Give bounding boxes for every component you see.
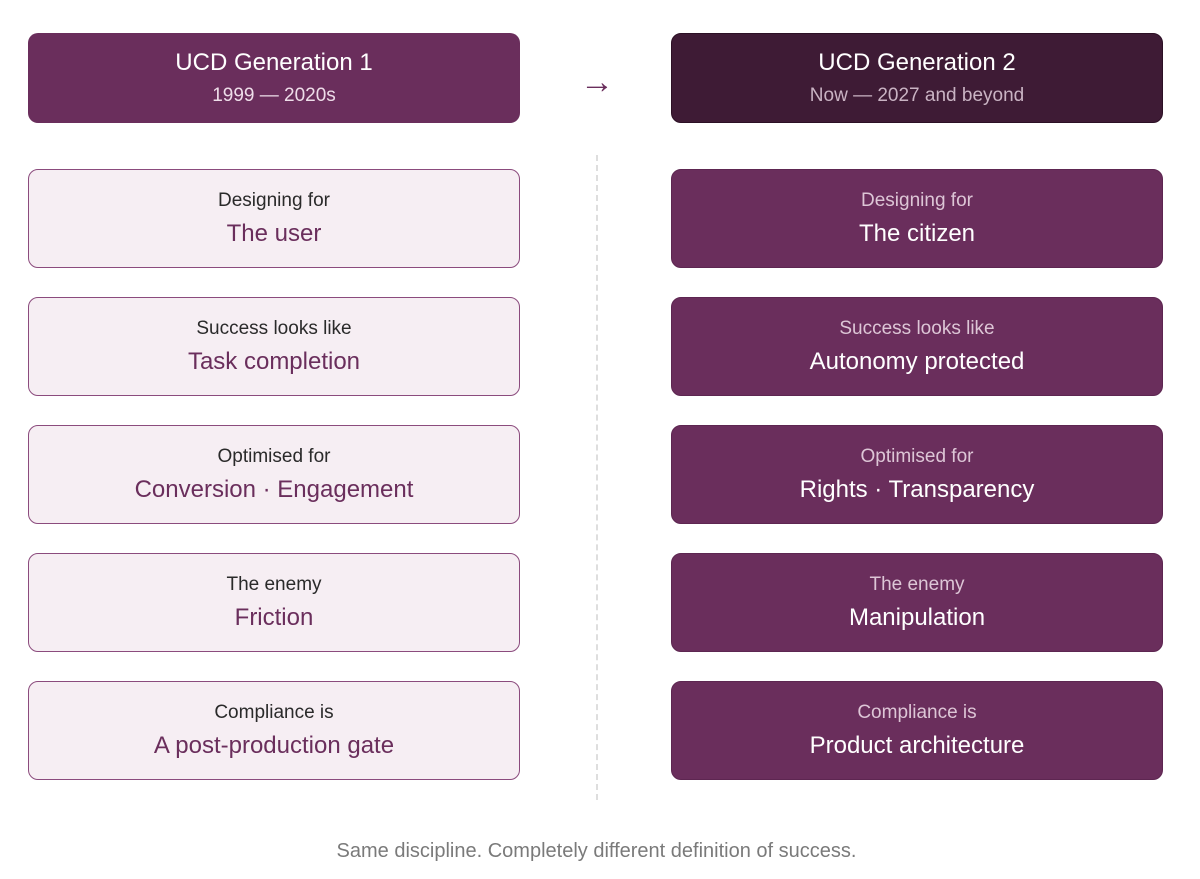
gen2-card-optimised-for: Optimised for Rights · Transparency	[671, 425, 1163, 524]
card-label: Optimised for	[860, 445, 974, 467]
card-label: Success looks like	[196, 317, 352, 339]
card-value: Friction	[234, 603, 314, 631]
card-value: Manipulation	[848, 603, 986, 631]
gen1-card-compliance: Compliance is A post-production gate	[28, 681, 520, 780]
gen1-card-designing-for: Designing for The user	[28, 169, 520, 268]
generation-1-column: UCD Generation 1 1999 — 2020s Designing …	[28, 33, 520, 780]
caption: Same discipline. Completely different de…	[336, 840, 857, 862]
generation-2-title: UCD Generation 2	[818, 49, 1016, 76]
card-value: Product architecture	[809, 731, 1025, 759]
card-value: Task completion	[187, 347, 361, 375]
gen2-card-compliance: Compliance is Product architecture	[671, 681, 1163, 780]
card-label: Optimised for	[217, 445, 331, 467]
gen1-card-enemy: The enemy Friction	[28, 553, 520, 652]
generation-1-period: 1999 — 2020s	[212, 85, 336, 106]
card-value: A post-production gate	[153, 731, 395, 759]
generation-2-header: UCD Generation 2 Now — 2027 and beyond	[671, 33, 1163, 123]
generation-2-cards: Designing for The citizen Success looks …	[671, 169, 1163, 780]
card-label: Success looks like	[839, 317, 995, 339]
generation-1-header: UCD Generation 1 1999 — 2020s	[28, 33, 520, 123]
card-label: Designing for	[218, 189, 330, 211]
generation-1-cards: Designing for The user Success looks lik…	[28, 169, 520, 780]
card-value: The user	[226, 219, 322, 247]
gen2-card-success: Success looks like Autonomy protected	[671, 297, 1163, 396]
gen2-card-designing-for: Designing for The citizen	[671, 169, 1163, 268]
generation-2-period: Now — 2027 and beyond	[809, 85, 1025, 106]
card-label: The enemy	[226, 573, 322, 595]
generation-1-title: UCD Generation 1	[175, 49, 373, 76]
card-value: Autonomy protected	[809, 347, 1025, 375]
card-label: Designing for	[861, 189, 973, 211]
card-label: Compliance is	[857, 701, 977, 723]
card-label: The enemy	[869, 573, 965, 595]
generation-2-column: UCD Generation 2 Now — 2027 and beyond D…	[671, 33, 1163, 780]
arrow-right-icon: →	[580, 63, 614, 101]
gen1-card-success: Success looks like Task completion	[28, 297, 520, 396]
gen2-card-enemy: The enemy Manipulation	[671, 553, 1163, 652]
card-label: Compliance is	[214, 701, 334, 723]
gen1-card-optimised-for: Optimised for Conversion · Engagement	[28, 425, 520, 524]
card-value: Conversion · Engagement	[134, 475, 414, 503]
card-value: The citizen	[858, 219, 976, 247]
column-divider	[596, 155, 598, 800]
card-value: Rights · Transparency	[799, 475, 1035, 503]
